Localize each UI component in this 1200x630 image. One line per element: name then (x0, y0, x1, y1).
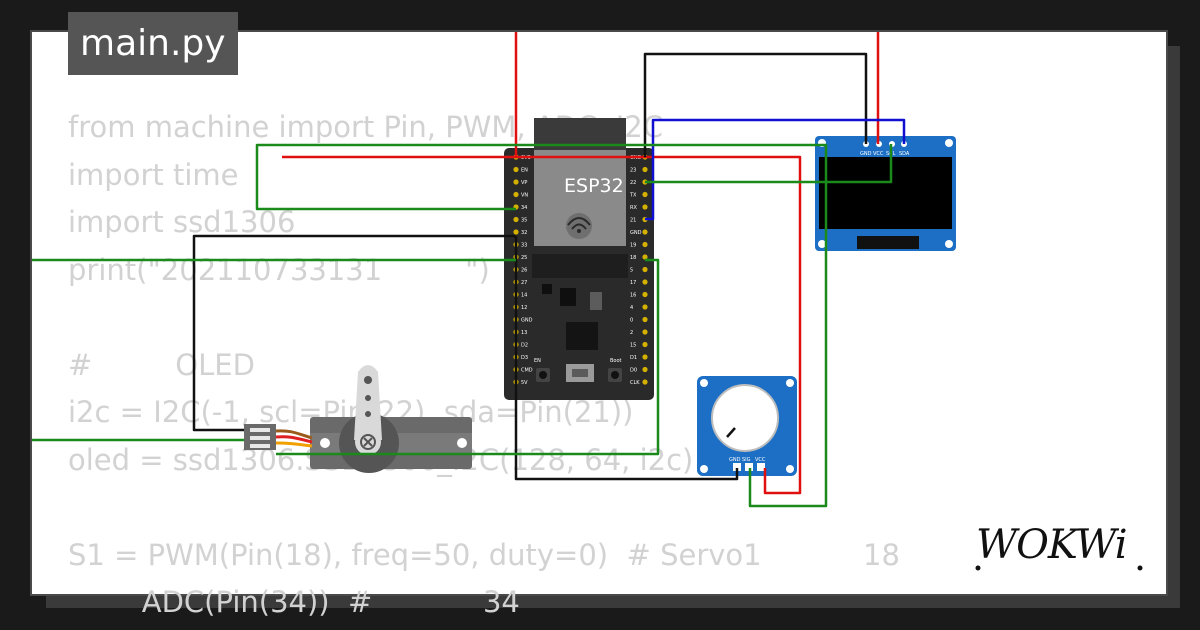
esp32-pin-label: 34 (521, 205, 527, 211)
esp32-pin-label: 32 (521, 230, 527, 236)
esp32-pin-label: D0 (630, 368, 637, 374)
esp32-pin-label: D3 (521, 355, 528, 361)
esp32-pin-label: 5 (630, 268, 633, 274)
esp32-pin-right[interactable] (642, 316, 648, 323)
esp32-pin-label: 5V (521, 380, 528, 386)
code-line: i2c = I2C(-1, scl=Pin(22), sda=Pin(21)) (68, 395, 634, 429)
esp32-pin-label: VN (521, 193, 528, 199)
servo-motor[interactable] (244, 365, 472, 473)
esp32-board[interactable]: ESP32 EN Boot 3V3ENVPVN34353233252627141… (504, 118, 654, 400)
servo-hub-icon (360, 434, 376, 450)
esp32-pin-label: D1 (630, 355, 637, 361)
esp32-pin-label: 25 (521, 255, 527, 261)
esp32-label: ESP32 (564, 175, 624, 197)
simulation-canvas[interactable]: from machine import Pin, PWM, ADC, I2C i… (30, 30, 1168, 619)
esp32-pin-label: 27 (521, 280, 527, 286)
esp32-pin-right[interactable] (642, 229, 648, 235)
esp32-pin-label: 18 (630, 255, 636, 261)
pot-pin-gnd: GND (729, 457, 741, 463)
code-line: import time (68, 157, 239, 192)
esp32-pin-label: 17 (630, 280, 636, 286)
esp32-pin-label: 0 (630, 318, 633, 324)
esp32-pin-right[interactable] (642, 291, 648, 298)
esp32-pin-label: EN (521, 168, 528, 174)
oled-display[interactable]: GND VCC SCL SDA (815, 136, 956, 251)
esp32-pin-right[interactable] (642, 204, 648, 210)
code-editor-text: from machine import Pin, PWM, ADC, I2C i… (68, 104, 900, 627)
esp32-pin-label: 16 (630, 293, 636, 299)
code-line: import ssd1306 (68, 205, 296, 239)
esp32-pin-right[interactable] (642, 241, 648, 248)
esp32-pin-label: D2 (521, 343, 528, 349)
esp32-pin-label: 19 (630, 243, 636, 249)
esp32-pin-label: 26 (521, 268, 527, 274)
esp32-pin-right[interactable] (642, 341, 648, 348)
pot-pin-vcc: VCC (755, 457, 766, 463)
esp32-pin-left[interactable] (513, 179, 519, 185)
esp32-pin-right[interactable] (642, 254, 648, 260)
esp32-pin-label: 23 (630, 168, 636, 174)
potentiometer[interactable]: GND SIG VCC (697, 376, 797, 476)
knob-indicator (726, 427, 736, 438)
esp32-pin-label: 2 (630, 330, 633, 336)
circuit-diagram: ESP32 EN Boot 3V3ENVPVN34353233252627141… (32, 32, 956, 508)
oled-pin-gnd: GND (860, 151, 872, 157)
esp32-pin-label: CMD (521, 368, 533, 374)
esp32-pin-label: 35 (521, 218, 527, 224)
esp32-pin-right[interactable] (642, 304, 648, 310)
esp32-pin-label: CLK (630, 380, 640, 386)
en-button-label: EN (534, 358, 541, 364)
oled-pin-sda: SDA (899, 151, 910, 157)
esp32-pin-label: GND (630, 230, 642, 236)
esp32-pin-left[interactable] (513, 191, 519, 198)
code-line: S1 = PWM(Pin(18), freq=50, duty=0) # Ser… (68, 537, 900, 572)
esp32-pin-right[interactable] (642, 366, 648, 373)
code-line: oled = ssd1306.SSD1306_I2C(128, 64, i2c) (68, 442, 694, 477)
esp32-pin-label: 21 (630, 218, 636, 224)
esp32-pin-left[interactable] (513, 216, 519, 223)
esp32-pin-right[interactable] (642, 166, 648, 173)
esp32-pin-right[interactable] (642, 191, 648, 198)
esp32-pin-right[interactable] (642, 379, 648, 385)
code-line: print("202110733131 ") (68, 252, 490, 287)
esp32-pin-label: VP (521, 180, 527, 186)
esp32-pin-label: RX (630, 205, 637, 211)
esp32-pin-label: 4 (630, 305, 633, 311)
esp32-pin-right[interactable] (642, 329, 648, 335)
pot-pin-sig: SIG (742, 457, 751, 463)
wifi-icon (566, 213, 592, 239)
code-line: ADC(Pin(34)) # 34 (68, 585, 520, 619)
boot-button-label: Boot (610, 358, 622, 364)
esp32-pin-right[interactable] (642, 354, 648, 360)
esp32-pin-label: GND (521, 318, 533, 324)
esp32-pin-right[interactable] (642, 279, 648, 285)
esp32-pin-label: 22 (630, 180, 636, 186)
logo-text: WOKWi (976, 522, 1127, 568)
esp32-pin-label: 13 (521, 330, 527, 336)
esp32-pin-label: 33 (521, 243, 527, 249)
esp32-pin-label: 14 (521, 293, 527, 299)
esp32-pin-label: 15 (630, 343, 636, 349)
esp32-pin-right[interactable] (642, 266, 648, 273)
esp32-pin-left[interactable] (513, 229, 519, 235)
esp32-pin-left[interactable] (513, 166, 519, 173)
code-line: # OLED (68, 347, 255, 382)
wokwi-logo: WOKWi (972, 520, 1146, 578)
wires (32, 32, 906, 508)
esp32-pin-label: 12 (521, 305, 527, 311)
oled-pin-vcc: VCC (873, 151, 884, 157)
esp32-pin-label: TX (629, 193, 637, 199)
file-tab[interactable]: main.py (68, 12, 238, 75)
